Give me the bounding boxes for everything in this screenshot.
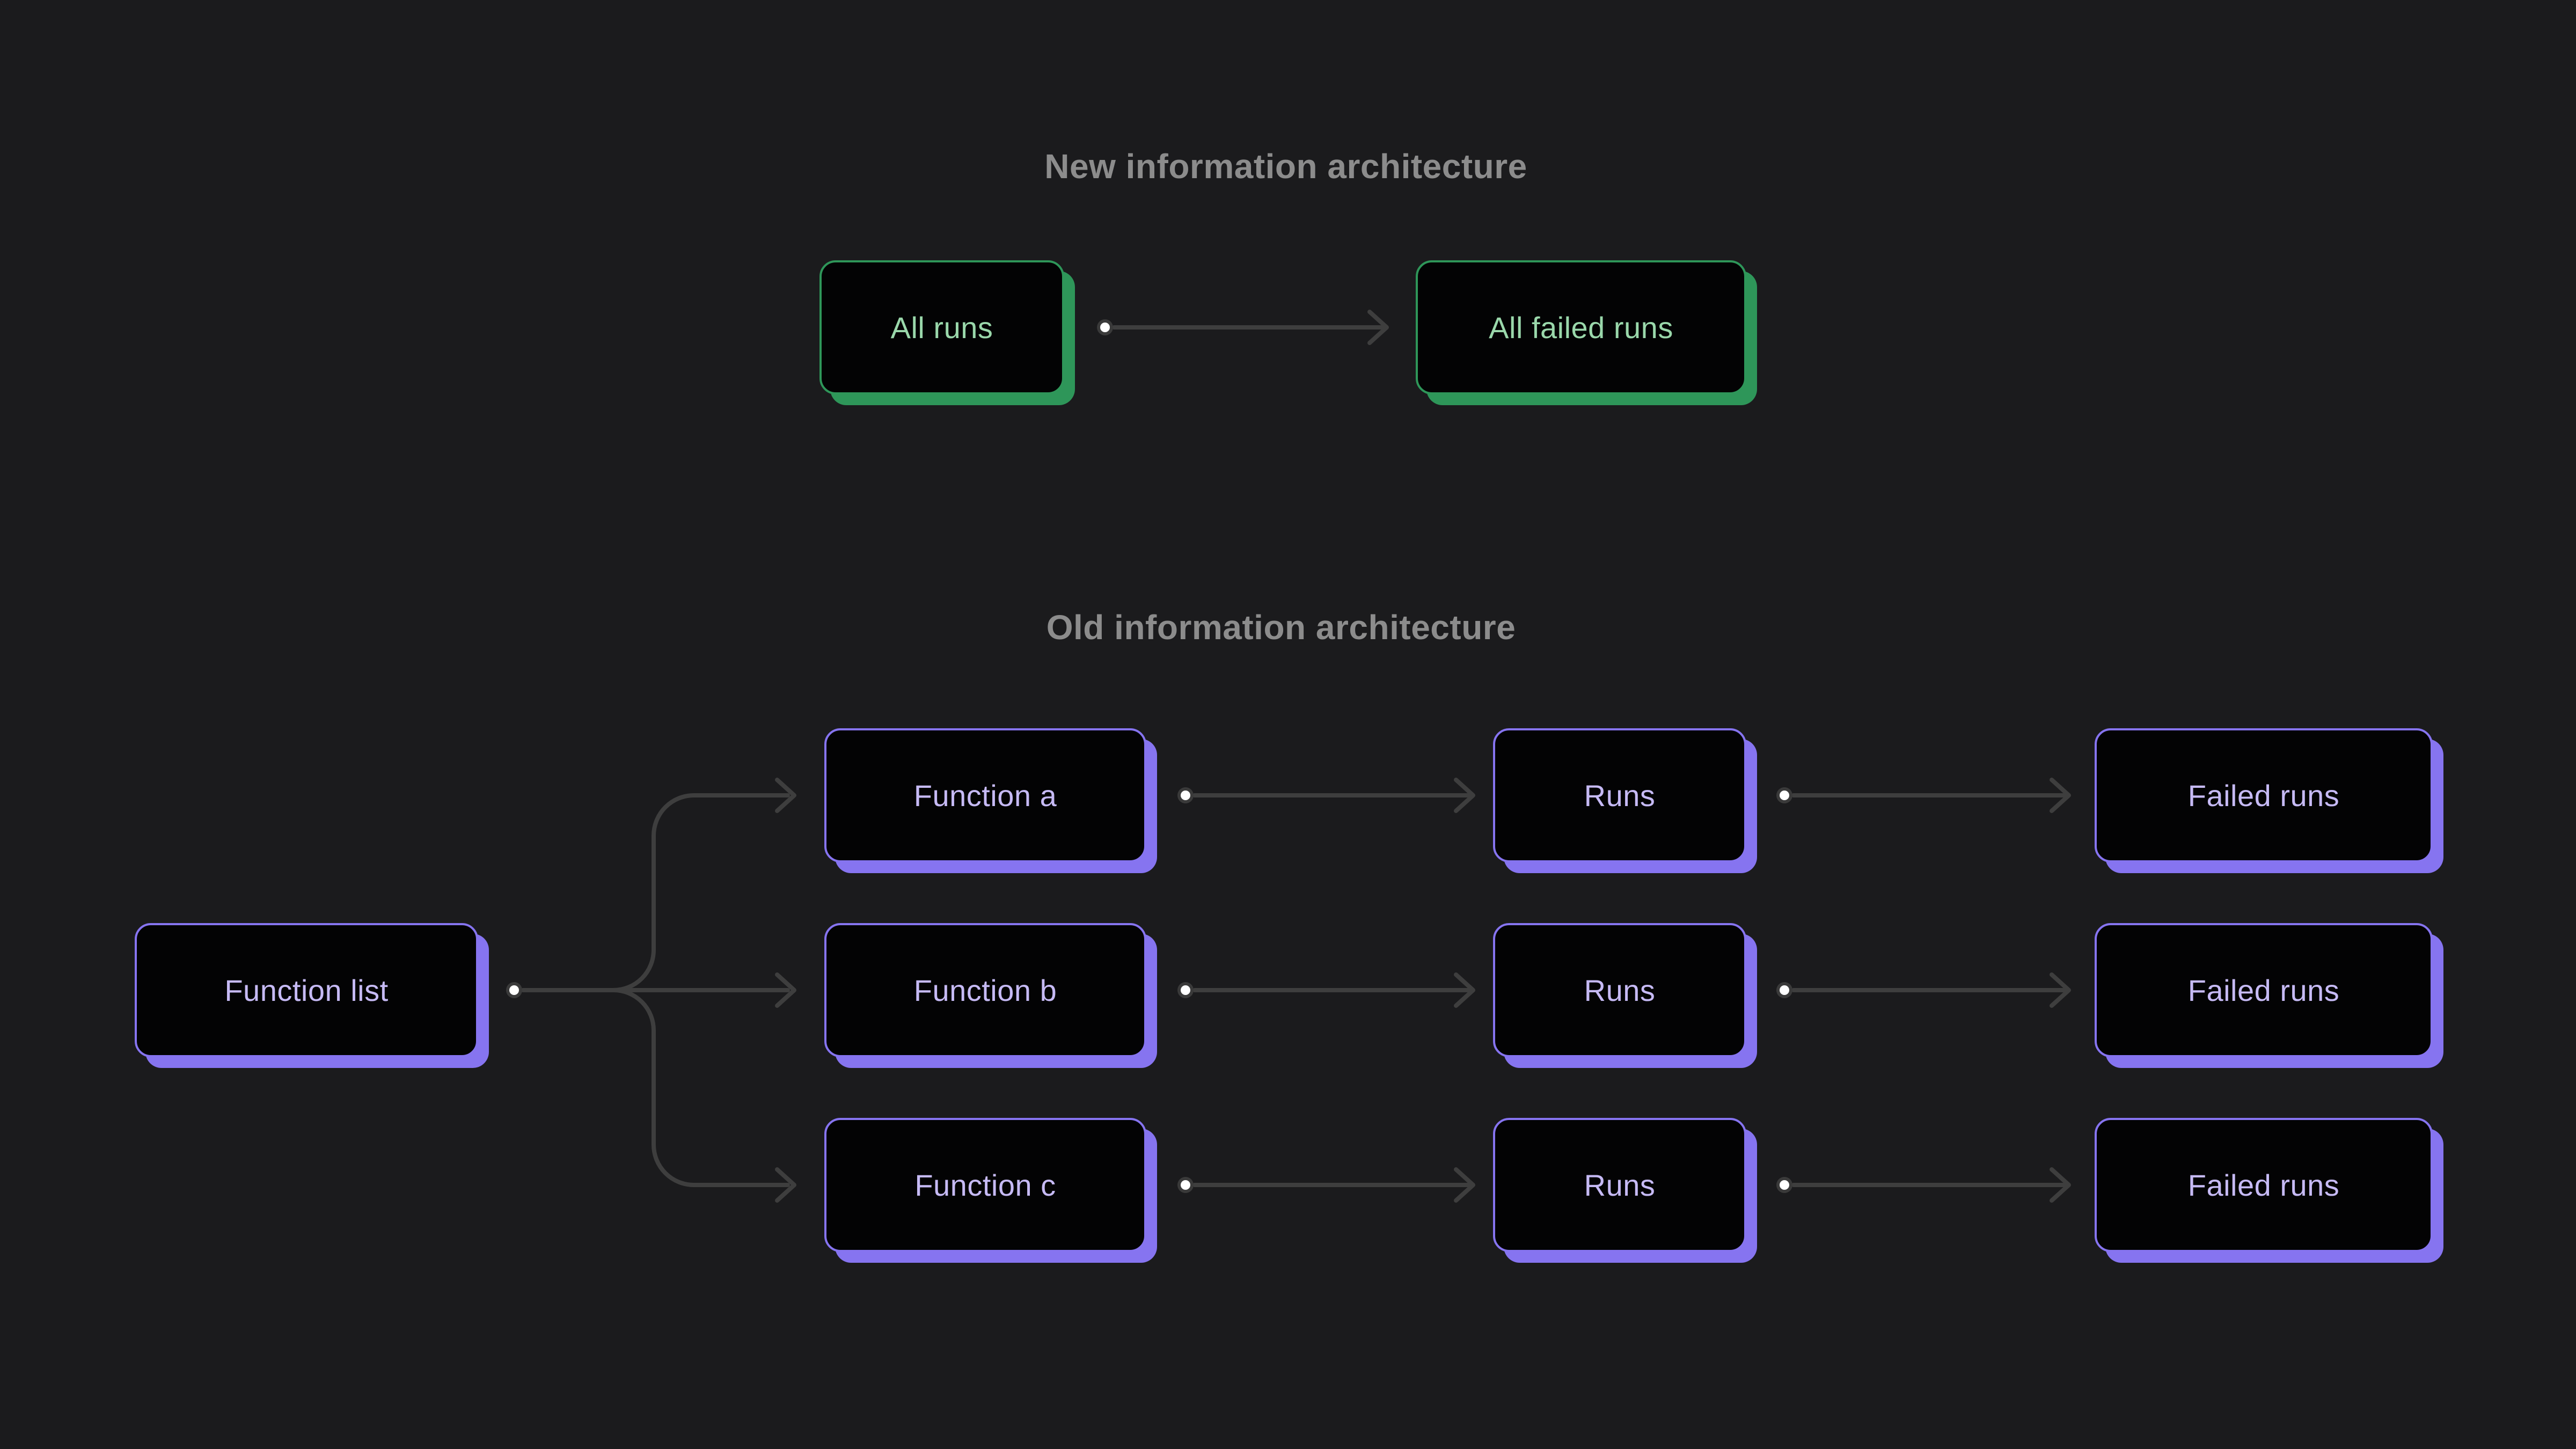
node-label: Function c xyxy=(914,1168,1056,1202)
connector-dot-icon xyxy=(1177,787,1194,803)
connector-dot-core xyxy=(1780,1180,1789,1190)
branch-down-line xyxy=(521,988,790,1187)
connector-all-runs-to-all-failed-runs xyxy=(1097,310,1389,345)
connector-dot-core xyxy=(1181,1180,1190,1190)
connector-dot-core xyxy=(1100,323,1110,332)
node-label: All runs xyxy=(890,310,993,345)
arrowhead-icon xyxy=(1454,972,1475,1008)
connector-function-a-to-runs xyxy=(1177,778,1475,813)
connector-dot-icon xyxy=(506,982,522,998)
node-function-list[interactable]: Function list xyxy=(135,923,478,1057)
connector-dot-core xyxy=(1181,791,1190,800)
node-failed-runs-row-b[interactable]: Failed runs xyxy=(2095,923,2433,1057)
connector-function-list-branch xyxy=(506,778,796,1203)
node-label: Failed runs xyxy=(2187,778,2340,813)
connector-dot-icon xyxy=(1097,319,1113,335)
connector-dot-icon xyxy=(1177,982,1194,998)
connector-dot-icon xyxy=(1776,1177,1792,1193)
arrowhead-icon xyxy=(775,778,796,813)
connector-runs-c-to-failed-runs xyxy=(1776,1167,2071,1203)
node-label: Function a xyxy=(913,778,1057,813)
branch-up-line xyxy=(521,793,790,992)
connector-dot-core xyxy=(1780,985,1789,995)
connector-runs-a-to-failed-runs xyxy=(1776,778,2071,813)
connector-dot-core xyxy=(1780,791,1789,800)
node-runs-row-a[interactable]: Runs xyxy=(1493,728,1746,862)
arrowhead-icon xyxy=(2050,972,2071,1008)
connector-function-c-to-runs xyxy=(1177,1167,1475,1203)
node-label: Runs xyxy=(1584,1168,1656,1202)
node-label: Function list xyxy=(224,973,389,1007)
connector-dot-icon xyxy=(1177,1177,1194,1193)
connector-dot-core xyxy=(509,985,519,995)
arrowhead-icon xyxy=(2050,1167,2071,1203)
arrowhead-icon xyxy=(1367,310,1389,345)
connector-dot-icon xyxy=(1776,787,1792,803)
arrowhead-icon xyxy=(1454,1167,1475,1203)
node-runs-row-c[interactable]: Runs xyxy=(1493,1118,1746,1252)
node-label: Failed runs xyxy=(2187,973,2340,1007)
node-label: Failed runs xyxy=(2187,1168,2340,1202)
arrowhead-icon xyxy=(775,1167,796,1203)
node-runs-row-b[interactable]: Runs xyxy=(1493,923,1746,1057)
arrowhead-icon xyxy=(1454,778,1475,813)
section-title-old: Old information architecture xyxy=(1046,608,1516,647)
node-function-c[interactable]: Function c xyxy=(824,1118,1146,1252)
connector-function-b-to-runs xyxy=(1177,972,1475,1008)
node-label: Runs xyxy=(1584,973,1656,1007)
node-failed-runs-row-a[interactable]: Failed runs xyxy=(2095,728,2433,862)
arrowhead-icon xyxy=(775,972,796,1008)
node-all-runs[interactable]: All runs xyxy=(819,260,1064,394)
node-function-b[interactable]: Function b xyxy=(824,923,1146,1057)
node-label: Runs xyxy=(1584,778,1656,813)
arrowhead-icon xyxy=(2050,778,2071,813)
connector-runs-b-to-failed-runs xyxy=(1776,972,2071,1008)
section-title-new: New information architecture xyxy=(1044,147,1527,186)
node-all-failed-runs[interactable]: All failed runs xyxy=(1416,260,1746,394)
node-failed-runs-row-c[interactable]: Failed runs xyxy=(2095,1118,2433,1252)
connector-dot-core xyxy=(1181,985,1190,995)
connector-dot-icon xyxy=(1776,982,1792,998)
node-label: Function b xyxy=(913,973,1057,1007)
node-label: All failed runs xyxy=(1489,310,1673,345)
node-function-a[interactable]: Function a xyxy=(824,728,1146,862)
